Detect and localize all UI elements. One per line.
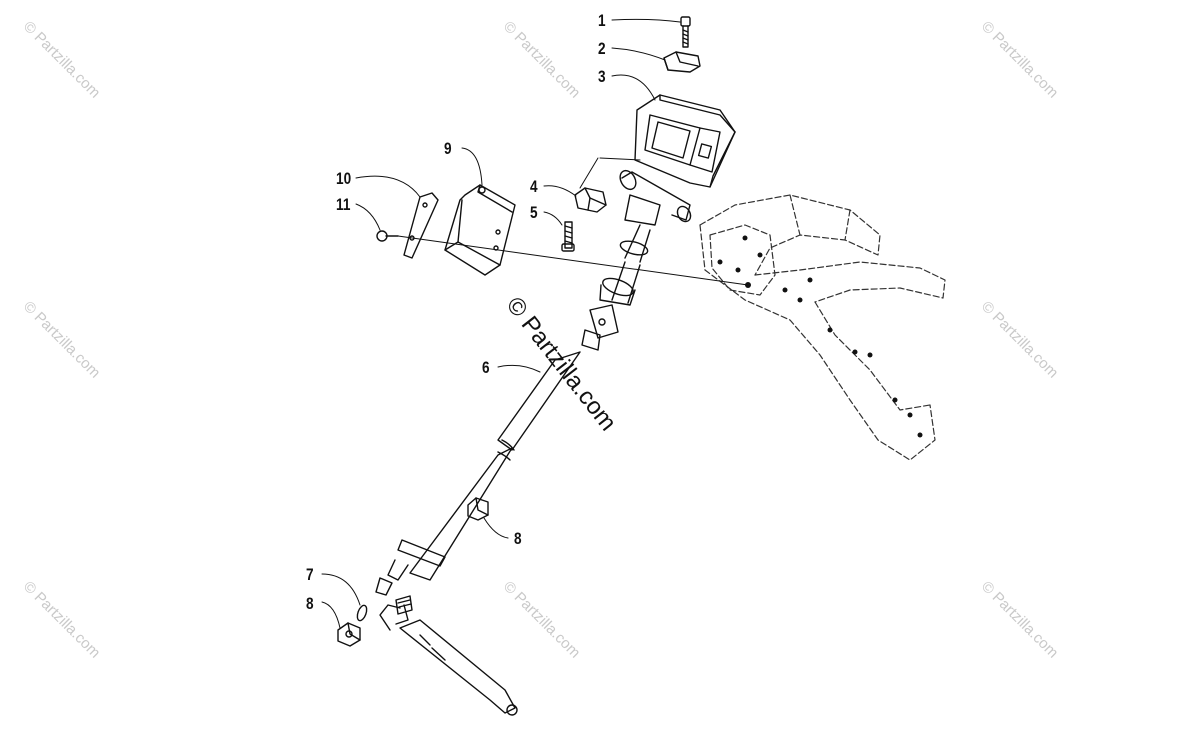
frame-bolt-holes [717, 235, 923, 438]
callout-2: 2 [598, 39, 606, 58]
callout-11: 11 [336, 195, 351, 214]
part-3-bracket [634, 94, 736, 188]
stud-bolt [395, 595, 413, 615]
part-1-screw [680, 16, 691, 48]
part-8-nut-upper [467, 497, 489, 521]
callout-7: 7 [306, 565, 314, 584]
callout-9: 9 [444, 139, 452, 158]
callout-6: 6 [482, 358, 490, 377]
callout-8-lower: 8 [306, 594, 314, 613]
part-4-clamp [574, 187, 607, 213]
leader-lines [321, 18, 681, 629]
part-2-clamp [663, 51, 701, 73]
part-6-shaft [375, 351, 581, 596]
part-9-cover [444, 184, 516, 276]
part-10-plate [403, 192, 439, 259]
callout-4: 4 [530, 177, 538, 196]
callout-8-upper: 8 [514, 529, 522, 548]
callout-10: 10 [336, 169, 352, 188]
tie-rod [379, 604, 518, 716]
part-7-washer [356, 604, 368, 622]
callout-3: 3 [598, 67, 606, 86]
frame-structure [699, 194, 946, 461]
part-8-nut-lower [337, 622, 361, 647]
part-11-screw [376, 230, 399, 242]
callout-5: 5 [530, 203, 538, 222]
universal-joint [581, 304, 619, 351]
part-steering-column-upper [599, 169, 692, 306]
callout-1: 1 [598, 11, 606, 30]
part-5-screw [561, 221, 575, 252]
